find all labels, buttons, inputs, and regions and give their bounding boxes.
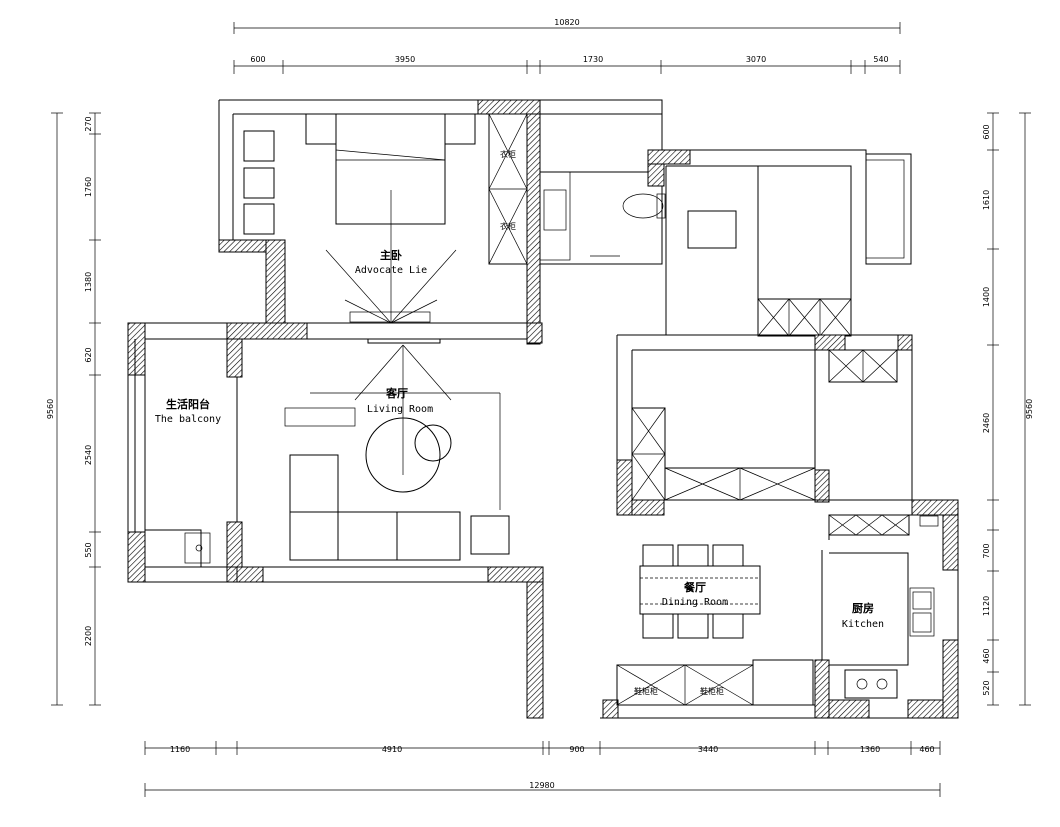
label-cabinet-2: 鞋柜柜 (700, 686, 724, 696)
dim-bottom-4: 3440 (698, 745, 718, 754)
dim-right-7: 460 (982, 648, 991, 663)
label-kitchen-cn: 厨房 (852, 601, 874, 615)
dim-bottom-6: 460 (919, 745, 934, 754)
wall-kitchen-right (942, 514, 959, 571)
dim-top-1: 600 (250, 55, 265, 64)
fridge (752, 659, 814, 706)
dim-bottom-total: 12980 (529, 781, 554, 790)
sofa-bottom (289, 511, 461, 561)
room-labels: 主卧 Advocate Lie 客厅 Living Room 生活阳台 The … (155, 248, 884, 630)
dim-top-2: 3950 (395, 55, 415, 64)
wall-bed3-tr2 (897, 334, 913, 351)
wall-living-left-top (226, 338, 243, 378)
dim-left-6: 550 (84, 542, 93, 557)
wall-bed3-bottom (631, 499, 665, 516)
master-bed (335, 113, 446, 225)
bathroom (539, 113, 663, 265)
wall-kitchen-bottom (828, 699, 870, 719)
dim-right-total: 9560 (1025, 399, 1034, 419)
dim-left-total: 9560 (46, 399, 55, 419)
dim-bottom-3: 900 (569, 745, 584, 754)
wall-left-bed (218, 239, 267, 253)
desk (687, 210, 737, 249)
label-wardrobe-2: 衣柜 (500, 221, 516, 231)
dim-right-8: 520 (982, 680, 991, 695)
dim-top-4: 3070 (746, 55, 766, 64)
side-table (414, 424, 452, 462)
dim-left-5: 2540 (84, 445, 93, 465)
wall-kitchen-right2 (942, 639, 959, 719)
wall-living-bottom-left (236, 566, 264, 583)
wall-bed2-top (647, 149, 691, 165)
kitchen-cabinet-top (828, 514, 910, 536)
label-balcony-en: The balcony (155, 414, 221, 425)
washer (144, 529, 202, 568)
wall-kitchen-tr (911, 499, 959, 516)
wall-bed3-left (616, 459, 633, 516)
wall-living-bottom-right (487, 566, 544, 583)
label-master-cn: 主卧 (380, 248, 402, 262)
dim-bottom-1: 1160 (170, 745, 190, 754)
label-master-en: Advocate Lie (355, 265, 427, 276)
wall-bed3-tr (814, 334, 846, 351)
wall-balcony-bottom (127, 531, 146, 583)
stove (844, 669, 898, 699)
label-living-cn: 客厅 (385, 386, 408, 400)
dim-right-1: 600 (982, 124, 991, 139)
side-cabinet (470, 515, 510, 555)
dim-bottom-2: 4910 (382, 745, 402, 754)
bed2-wardrobe (757, 298, 852, 337)
walls: 衣柜 衣柜 (127, 99, 959, 719)
toilet-icon (622, 193, 664, 219)
dim-left-7: 2200 (84, 626, 93, 646)
label-dining-cn: 餐厅 (683, 580, 706, 594)
dim-top-3: 1730 (583, 55, 603, 64)
burner-icon (856, 678, 868, 690)
wall-balcony-top (127, 322, 146, 376)
dim-right-3: 1400 (982, 287, 991, 307)
dim-bottom-5: 1360 (860, 745, 880, 754)
dim-top-5: 540 (873, 55, 888, 64)
dimension-bottom: 1160 4910 900 3440 1360 460 12980 (144, 741, 941, 797)
dim-left-2: 1760 (84, 177, 93, 197)
label-cabinet-1: 鞋柜柜 (634, 686, 658, 696)
wall-bed2-left (647, 163, 665, 187)
sofa-left (289, 454, 339, 561)
label-kitchen-en: Kitchen (842, 619, 884, 630)
wall-kitchen-bottom2 (907, 699, 944, 719)
burner-icon (876, 678, 888, 690)
wall-top-closet (477, 99, 541, 115)
label-wardrobe-1: 衣柜 (500, 149, 516, 159)
dining-chairs (642, 544, 744, 639)
wall-dining-bottom-left (602, 699, 619, 719)
dim-right-6: 1120 (982, 596, 991, 616)
wall-bed3-right (814, 469, 830, 503)
label-balcony-cn: 生活阳台 (166, 397, 210, 411)
wall-corner (526, 322, 543, 344)
dim-left-4: 620 (84, 347, 93, 362)
dimension-left: 9560 270 1760 1380 620 2540 550 2200 (46, 112, 101, 706)
label-dining-en: Dining Room (662, 597, 728, 608)
label-living-en: Living Room (367, 404, 433, 415)
dim-left-1: 270 (84, 116, 93, 131)
kitchen-sink (909, 587, 935, 637)
dim-right-2: 1610 (982, 190, 991, 210)
wall-entry (526, 581, 544, 719)
bedroom-chairs (243, 130, 275, 235)
wall-closet-bath (526, 113, 541, 345)
wall-bed-living (226, 322, 308, 340)
dimension-top: 10820 600 3950 1730 3070 540 (233, 18, 901, 74)
dim-left-3: 1380 (84, 272, 93, 292)
dim-right-5: 700 (982, 543, 991, 558)
dimension-right: 9560 600 1610 1400 2460 700 1120 460 520 (982, 112, 1034, 706)
wall-bed-lower-left (265, 239, 286, 326)
dim-right-4: 2460 (982, 413, 991, 433)
dim-top-total: 10820 (554, 18, 579, 27)
wall-kitchen-left (814, 659, 830, 719)
